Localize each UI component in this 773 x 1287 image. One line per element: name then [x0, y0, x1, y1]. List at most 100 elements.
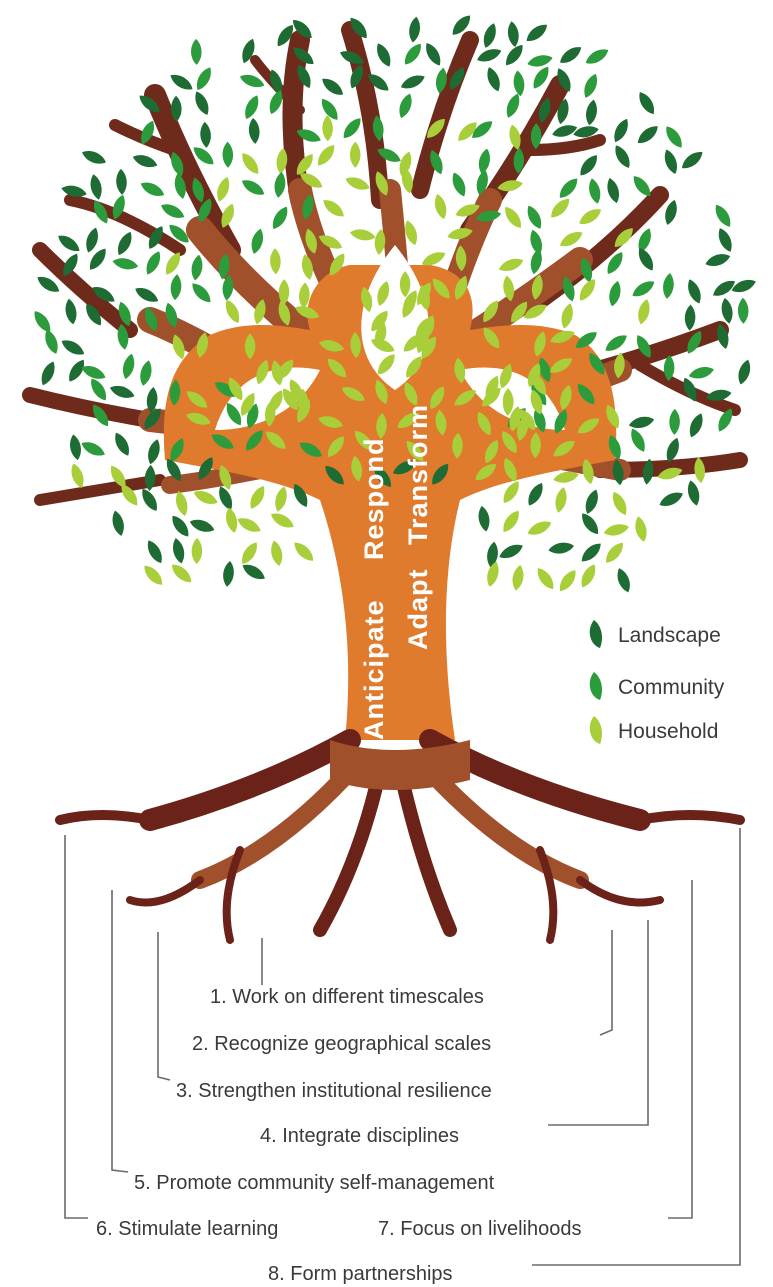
leaf: [251, 228, 263, 254]
leaf: [552, 125, 578, 137]
leaf: [657, 467, 683, 480]
leaf: [345, 177, 370, 190]
leaf: [430, 386, 445, 410]
leaf: [557, 68, 571, 92]
leaf: [534, 331, 546, 357]
leaf: [325, 466, 344, 485]
leaf: [196, 67, 211, 91]
leaf: [718, 408, 733, 432]
leaf: [476, 169, 488, 196]
principle-1: 1. Work on different timescales: [210, 986, 484, 1008]
leaf: [663, 355, 675, 381]
leaf: [485, 439, 499, 464]
leaf: [538, 357, 551, 383]
principle-list: 1. Work on different timescales 2. Recog…: [96, 986, 581, 1285]
leaf: [530, 248, 542, 275]
leaf: [406, 440, 424, 462]
leaf: [561, 303, 573, 329]
leaf: [483, 300, 499, 323]
leaf: [228, 377, 243, 401]
leaf: [416, 328, 430, 354]
connector-7: [668, 880, 693, 1219]
leaf: [397, 412, 419, 428]
leaf: [483, 23, 496, 48]
leaf: [271, 513, 294, 528]
leaf: [559, 178, 578, 198]
leaf: [506, 44, 523, 66]
leaf: [454, 357, 466, 384]
leaf: [271, 360, 283, 386]
leaf: [605, 335, 627, 351]
leaf: [399, 271, 411, 298]
leaf: [86, 303, 102, 326]
leaf: [70, 434, 81, 461]
leaf: [266, 431, 286, 449]
leaf: [269, 390, 283, 414]
leaf: [294, 542, 314, 561]
leaf: [608, 435, 621, 460]
leaf: [144, 565, 163, 585]
leaf: [487, 561, 499, 587]
leaf: [455, 245, 467, 272]
leaf: [513, 70, 525, 97]
leaf: [669, 408, 680, 435]
leaf: [406, 356, 422, 378]
leaf: [557, 98, 569, 125]
leaf: [638, 299, 650, 325]
leaf: [94, 200, 108, 224]
leaf: [245, 95, 259, 119]
leaf: [222, 274, 234, 301]
leaf: [580, 257, 593, 283]
leaf: [577, 383, 595, 405]
leaf: [65, 298, 77, 325]
leaf: [327, 358, 347, 378]
leaf: [166, 458, 181, 482]
connector-5: [111, 890, 129, 1173]
leaf: [173, 538, 185, 564]
leaf: [642, 458, 654, 485]
connector-3: [157, 932, 171, 1081]
leaf: [553, 440, 575, 457]
leaf: [609, 281, 621, 307]
leaf: [170, 438, 184, 462]
leaf: [142, 488, 157, 511]
leaf: [378, 354, 395, 375]
leaf: [417, 282, 431, 306]
leaf: [323, 200, 344, 217]
leaf: [171, 151, 184, 177]
leaf: [475, 210, 502, 222]
leaf: [551, 198, 570, 218]
leaf: [638, 248, 653, 271]
leaf: [146, 386, 158, 413]
leaf: [272, 206, 288, 230]
leaf: [343, 118, 361, 139]
leaf: [606, 542, 623, 563]
leaf: [560, 47, 582, 63]
leaf: [531, 372, 547, 396]
leaf: [161, 204, 185, 218]
leaf: [148, 226, 163, 249]
leaf: [533, 407, 546, 433]
connector-8: [532, 828, 741, 1266]
leaf: [61, 185, 87, 197]
leaf: [214, 382, 237, 397]
leaf: [63, 253, 78, 277]
leaf: [738, 359, 751, 385]
leaf: [117, 323, 129, 350]
leaf: [198, 457, 213, 480]
leaf: [581, 564, 596, 588]
leaf: [628, 416, 655, 428]
leaf: [170, 74, 193, 90]
leaf: [322, 78, 343, 95]
leaf: [171, 564, 192, 583]
leaf: [196, 332, 208, 358]
leaf: [219, 486, 233, 511]
leaf: [118, 231, 132, 256]
principle-5: 5. Promote community self-management: [134, 1172, 495, 1194]
leaf: [302, 194, 314, 220]
leaf: [639, 92, 655, 115]
leaf: [434, 194, 447, 220]
leaf: [223, 560, 234, 587]
leaf: [327, 436, 344, 457]
connector-lines: [64, 828, 741, 1266]
